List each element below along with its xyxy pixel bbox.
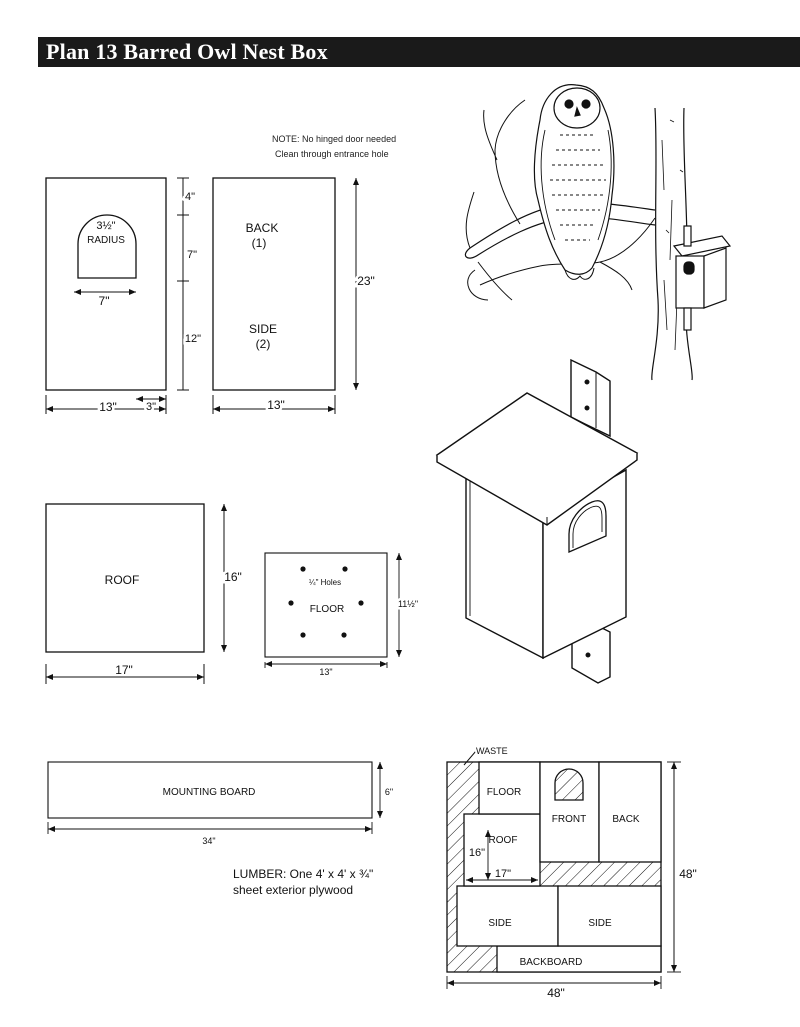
roof-panel <box>45 503 205 653</box>
dim-front-width: 13" <box>99 400 117 414</box>
back-side-panel <box>212 177 336 391</box>
layout-side-right-label: SIDE <box>588 918 612 929</box>
entrance-hole <box>77 214 137 279</box>
layout-backboard-label: BACKBOARD <box>520 957 583 968</box>
floor-holes-note: ¼" Holes <box>309 578 341 587</box>
title-bar: Plan 13 Barred Owl Nest Box <box>38 37 800 67</box>
dim-roof-width: 17" <box>115 663 133 677</box>
note-line-2: Clean through entrance hole <box>275 149 389 159</box>
cut-layout <box>446 761 662 973</box>
dim-mounting-height: 6" <box>385 787 393 797</box>
page-title: Plan 13 Barred Owl Nest Box <box>46 39 328 64</box>
mounting-board-label: MOUNTING BOARD <box>163 787 256 798</box>
dim-hole-offset: 3" <box>146 401 156 413</box>
dim-floor-height: 11½" <box>398 599 418 609</box>
layout-dim-height: 48" <box>679 867 697 881</box>
lumber-line-2: sheet exterior plywood <box>233 883 354 897</box>
waste-label: WASTE <box>476 746 508 756</box>
dim-mounting-width: 34" <box>202 836 215 846</box>
layout-floor-label: FLOOR <box>487 787 521 798</box>
side-count: (2) <box>256 337 271 351</box>
dim-hole-width: 7" <box>99 294 110 308</box>
roof-label: ROOF <box>105 573 140 587</box>
dim-roof-height: 16" <box>224 570 242 584</box>
dim-top: 4" <box>185 191 195 203</box>
layout-front-label: FRONT <box>552 814 586 825</box>
lumber-line-1: LUMBER: One 4' x 4' x ¾" <box>233 867 374 881</box>
hole-radius-label: RADIUS <box>87 235 125 246</box>
layout-back-label: BACK <box>612 814 640 825</box>
back-label: BACK <box>246 221 279 235</box>
assembled-box-illustration <box>435 358 639 684</box>
layout-roof-dim-height: 16" <box>469 847 485 859</box>
floor-drain-holes <box>288 566 364 638</box>
floor-label: FLOOR <box>310 604 344 615</box>
back-count: (1) <box>252 236 267 250</box>
layout-dim-width: 48" <box>547 986 565 1000</box>
lumber-note: LUMBER: One 4' x 4' x ¾" sheet exterior … <box>233 866 373 898</box>
dim-back-width: 13" <box>267 398 285 412</box>
layout-side-left-label: SIDE <box>488 918 512 929</box>
hole-size-label: 3½" <box>96 220 115 232</box>
floor-panel <box>264 552 388 658</box>
dim-bottom: 12" <box>185 333 201 345</box>
dim-back-height: 23" <box>357 274 375 288</box>
dim-floor-width: 13" <box>319 667 332 677</box>
note-line-1: NOTE: No hinged door needed <box>272 134 397 144</box>
layout-roof-dim-width: 17" <box>495 868 511 880</box>
layout-roof-label: ROOF <box>489 835 518 846</box>
mounting-board <box>47 761 373 819</box>
front-panel <box>45 177 167 391</box>
owl-illustration <box>464 84 732 381</box>
side-label: SIDE <box>249 322 277 336</box>
dim-hole-height: 7" <box>187 249 197 261</box>
